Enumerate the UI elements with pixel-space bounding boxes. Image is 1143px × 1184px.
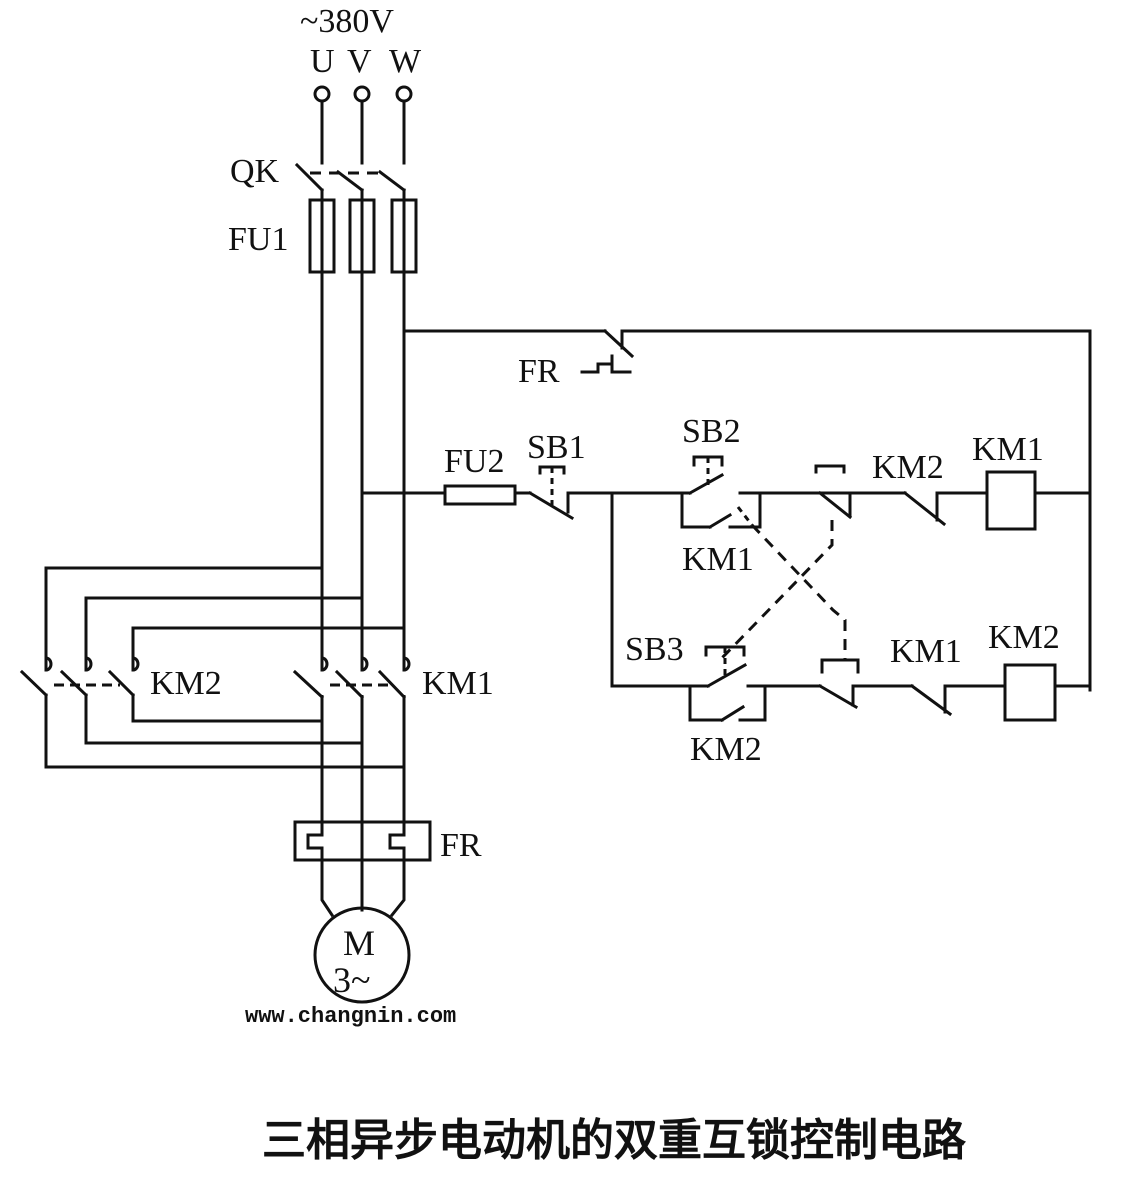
sb3-reverse-button[interactable] xyxy=(704,645,822,689)
sb3-label: SB3 xyxy=(625,631,684,668)
terminal-w xyxy=(395,85,413,103)
fr-contact-label: FR xyxy=(518,353,560,390)
phase-label-u: U xyxy=(310,43,335,80)
sb3-nc-contact-forward xyxy=(814,464,853,520)
km1-nc-interlock xyxy=(851,683,1007,717)
fr-relay-label: FR xyxy=(440,827,482,864)
phase-label-w: W xyxy=(389,43,422,80)
motor-m-label: M xyxy=(343,923,375,963)
km1-coil-label: KM1 xyxy=(972,431,1044,468)
sb2-nc-contact-reverse xyxy=(817,658,860,710)
fu2-label: FU2 xyxy=(444,443,504,480)
control-top-wire xyxy=(402,328,1092,692)
fr-thermal-relay xyxy=(293,820,432,862)
terminal-u xyxy=(313,85,331,103)
supply-terminals xyxy=(313,85,413,165)
km2-holding-label: KM2 xyxy=(690,731,762,768)
km1-main-contacts xyxy=(292,653,411,700)
motor-phase-label: 3~ xyxy=(333,960,370,1000)
sb2-forward-button[interactable] xyxy=(687,455,872,496)
motor-wiring xyxy=(320,858,406,918)
qk-label: QK xyxy=(230,153,280,190)
phase-label-v: V xyxy=(347,43,372,80)
km2-holding-contact xyxy=(688,684,767,723)
km1-contactor-label: KM1 xyxy=(422,665,494,702)
km2-coil xyxy=(1003,663,1057,722)
motor xyxy=(313,906,411,1004)
sb1-stop-button[interactable] xyxy=(527,465,575,521)
km2-coil-label: KM2 xyxy=(988,619,1060,656)
terminal-v xyxy=(353,85,371,103)
km2-nc-interlock xyxy=(868,490,989,527)
km1-interlock-label: KM1 xyxy=(890,633,962,670)
km1-holding-contact xyxy=(680,491,762,530)
km2-interlock-label: KM2 xyxy=(872,449,944,486)
sb2-label: SB2 xyxy=(682,413,741,450)
mechanical-interlock-links xyxy=(718,506,847,662)
fu1-label: FU1 xyxy=(228,221,288,258)
watermark: www.changnin.com xyxy=(245,1004,456,1029)
power-rails xyxy=(320,198,406,824)
fu2-fuse xyxy=(443,484,517,506)
supply-voltage-label: ~380V xyxy=(300,3,394,40)
km2-main-contacts xyxy=(19,656,140,698)
diagram-title: 三相异步电动机的双重互锁控制电路 xyxy=(262,1115,967,1166)
fr-nc-contact-actuator xyxy=(580,354,632,374)
km2-main-contacts-wiring xyxy=(44,566,406,769)
km2-contactor-label: KM2 xyxy=(150,665,222,702)
qk-main-switch xyxy=(294,162,407,202)
km1-holding-label: KM1 xyxy=(682,541,754,578)
sb1-label: SB1 xyxy=(527,429,586,466)
km1-coil xyxy=(985,470,1037,531)
